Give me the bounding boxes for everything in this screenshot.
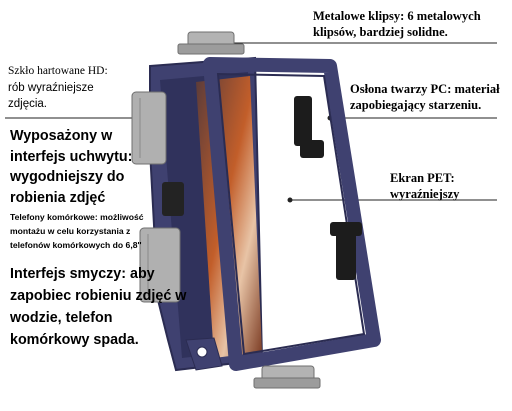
callout-mount: Wyposażony w interfejs uchwytu: wygodnie… [10,126,132,209]
callout-clips-line1: Metalowe klipsy: 6 metalowych [313,9,481,23]
callout-clips-line2: klipsów, bardziej solidne. [313,25,448,39]
callout-clips: Metalowe klipsy: 6 metalowych klipsów, b… [313,8,481,40]
callout-pet-screen-line1: Ekran PET: [390,171,455,185]
callout-pet-screen-line2: wyraźniejszy [390,187,460,201]
callout-lanyard-line2: zapobiec robieniu zdjęć w [10,288,187,305]
callout-lanyard-line4: komórkowy spada. [10,332,139,349]
mount-clamps [294,96,362,280]
callout-mount-line1: Wyposażony w [10,128,113,144]
callout-face-cover-line1: Osłona twarzy PC: materiał [350,82,500,96]
front-cover [203,57,381,371]
callout-mount-line2: interfejs uchwytu: [10,148,133,165]
callout-face-cover: Osłona twarzy PC: materiał zapobiegający… [350,81,500,113]
callout-glass: Szkło hartowane HD: rób wyraźniejsze zdj… [8,63,108,113]
top-clip [177,31,245,55]
callout-phones-line2: montażu w celu korzystania z [10,225,131,236]
callout-lanyard-line3: wodzie, telefon [10,310,113,327]
callout-face-cover-line2: zapobiegający starzeniu. [350,98,482,112]
callout-phones: Telefony komórkowe: możliwość montażu w … [10,211,144,252]
left-clips [131,91,184,303]
callout-lanyard: Interfejs smyczy: aby zapobiec robieniu … [10,263,186,352]
callout-glass-line3: zdjęcia. [8,98,47,111]
callout-mount-line3: wygodniejszy do [10,169,125,186]
callout-phones-line3: telefonów komórkowych do 6,8'' [10,239,142,250]
callout-glass-line2: rób wyraźniejsze [8,81,94,94]
callout-pet-screen: Ekran PET: wyraźniejszy [390,170,459,202]
lanyard-loop [185,337,223,371]
callout-lanyard-line1: Interfejs smyczy: aby [10,266,155,282]
callout-phones-line1: Telefony komórkowe: możliwość [10,212,144,222]
bottom-clip [253,365,321,389]
callout-glass-line1: Szkło hartowane HD: [8,65,108,77]
callout-mount-line4: robienia zdjęć [10,190,106,207]
